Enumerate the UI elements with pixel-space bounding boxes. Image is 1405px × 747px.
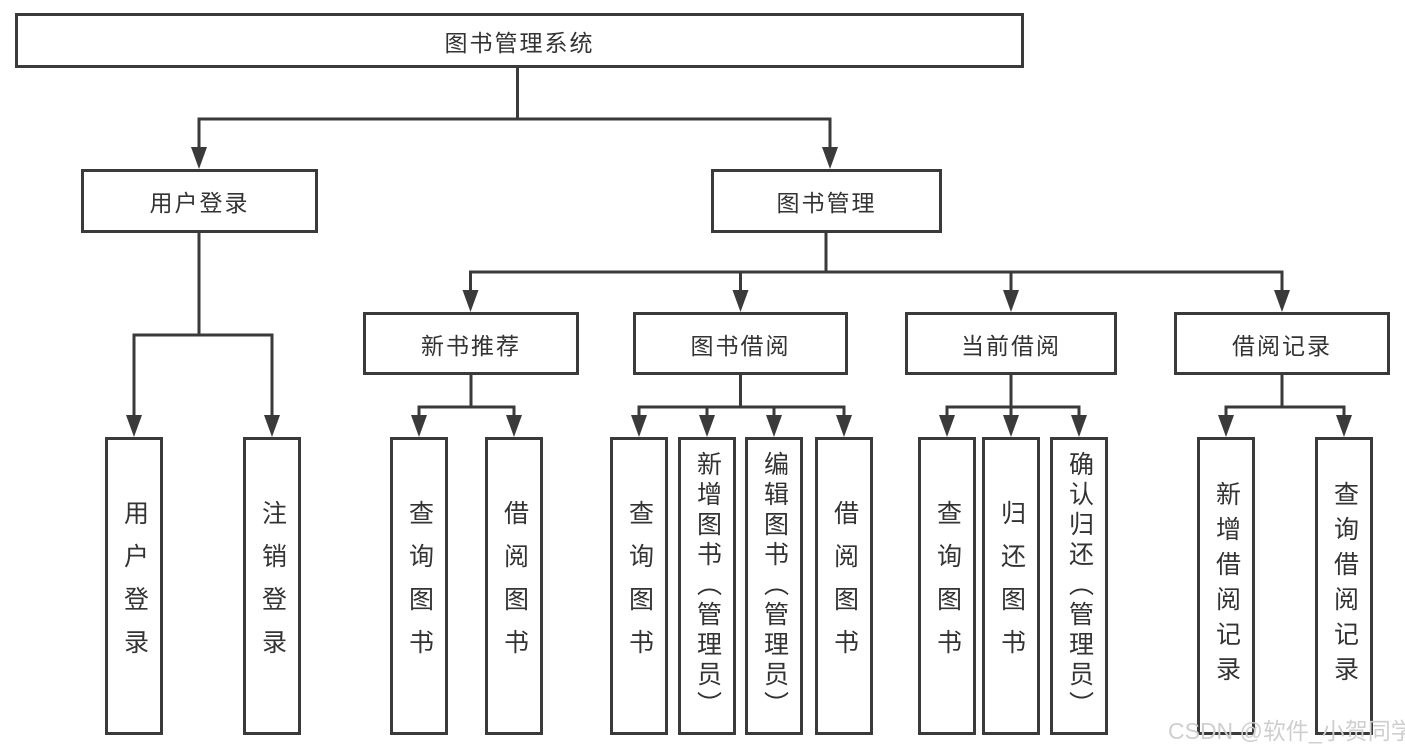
node-leaf-newbook-query: 查询图书: [390, 437, 448, 735]
arrowhead-icon: [191, 147, 207, 169]
node-leaf-current-confirm-admin: 确认归还（管理员）: [1050, 437, 1108, 735]
node-branch-current-borrow: 当前借阅: [905, 312, 1117, 375]
node-branch-book-mgmt: 图书管理: [711, 169, 942, 233]
arrowhead-icon: [411, 415, 427, 437]
arrowhead-icon: [462, 290, 479, 312]
arrowhead-icon: [1003, 290, 1019, 312]
arrowhead-icon: [631, 415, 647, 437]
arrowhead-icon: [1336, 415, 1352, 437]
node-leaf-user-login: 用户登录: [105, 437, 163, 735]
arrowhead-icon: [1071, 415, 1087, 437]
arrowhead-icon: [939, 415, 955, 437]
watermark-text: CSDN @软件_小贺同学: [1168, 718, 1405, 744]
arrowhead-icon: [506, 415, 522, 437]
arrowhead-icon: [836, 415, 852, 437]
node-branch-user-login: 用户登录: [81, 169, 318, 233]
arrowhead-icon: [1274, 290, 1290, 312]
node-leaf-borrow-query: 查询图书: [610, 437, 668, 735]
node-leaf-borrow-add-admin: 新增图书（管理员）: [678, 437, 736, 735]
node-branch-borrow-records: 借阅记录: [1174, 312, 1390, 375]
node-leaf-borrow-borrow: 借阅图书: [815, 437, 873, 735]
node-branch-book-borrow: 图书借阅: [633, 312, 848, 375]
arrowhead-icon: [732, 290, 749, 312]
arrowhead-icon: [822, 147, 838, 169]
arrowhead-icon: [126, 415, 142, 437]
arrowhead-icon: [1218, 415, 1234, 437]
node-root-system: 图书管理系统: [15, 13, 1024, 68]
node-leaf-current-return: 归还图书: [982, 437, 1040, 735]
arrowhead-icon: [766, 415, 782, 437]
arrowhead-icon: [1003, 415, 1019, 437]
arrowhead-icon: [699, 415, 715, 437]
node-leaf-logout: 注销登录: [243, 437, 301, 735]
node-leaf-current-query: 查询图书: [918, 437, 976, 735]
arrowhead-icon: [264, 415, 280, 437]
node-leaf-records-add: 新增借阅记录: [1197, 437, 1255, 735]
node-branch-new-book: 新书推荐: [363, 312, 579, 375]
node-leaf-records-query: 查询借阅记录: [1315, 437, 1373, 735]
node-leaf-newbook-borrow: 借阅图书: [485, 437, 543, 735]
node-leaf-borrow-edit-admin: 编辑图书（管理员）: [745, 437, 803, 735]
